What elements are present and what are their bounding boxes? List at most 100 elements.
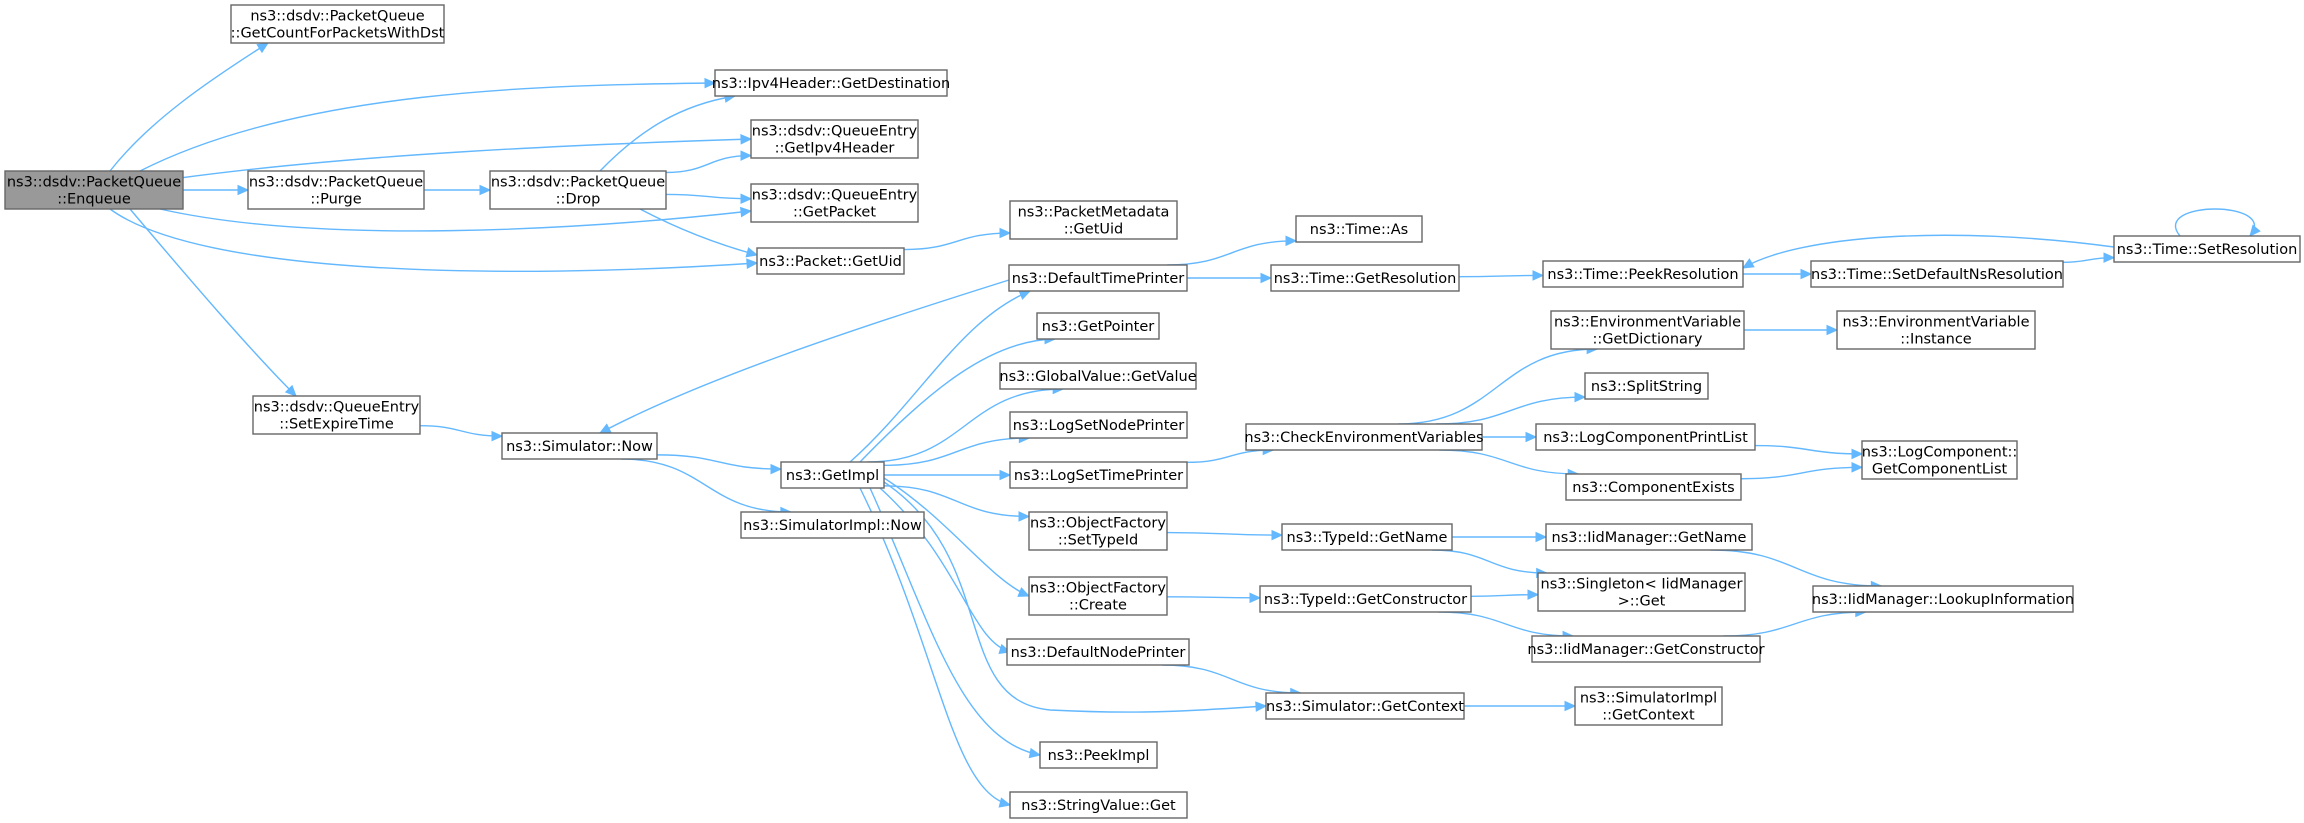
- node-getpacket[interactable]: ns3::dsdv::QueueEntry::GetPacket: [750, 183, 919, 223]
- node-singleton[interactable]: ns3::Singleton< IidManager >::Get: [1537, 572, 1746, 612]
- node-box: [1270, 264, 1460, 292]
- edge-getimpl-to-ofsettypeid: [883, 485, 1031, 522]
- node-box: [1584, 372, 1709, 400]
- node-setdefns[interactable]: ns3::Time::SetDefaultNsResolution: [1810, 260, 2064, 288]
- node-timegetres[interactable]: ns3::Time::GetResolution: [1270, 264, 1460, 292]
- edge-enqueue-to-getpacket: [159, 206, 753, 232]
- node-simimplctx[interactable]: ns3::SimulatorImpl::GetContext: [1574, 686, 1723, 726]
- node-box: [756, 247, 905, 275]
- node-defnodeprinter[interactable]: ns3::DefaultNodePrinter: [1006, 638, 1190, 666]
- edge-line: [883, 481, 1267, 713]
- node-lognodeprinter[interactable]: ns3::LogSetNodePrinter: [1009, 411, 1188, 439]
- node-simgetctx[interactable]: ns3::Simulator::GetContext: [1265, 692, 1465, 720]
- edge-arrowhead: [1826, 324, 1839, 336]
- node-label: ns3::StringValue::Get: [1021, 798, 1176, 814]
- edge-arrowhead: [1018, 511, 1031, 522]
- edge-envdict-to-envinst: [1744, 324, 1839, 336]
- edge-setdefns-to-setres: [2062, 252, 2116, 264]
- node-logcompget[interactable]: ns3::LogComponent::GetComponentList: [1861, 440, 2018, 480]
- edge-arrowhead: [998, 797, 1012, 808]
- node-label: ::GetIpv4Header: [775, 141, 895, 157]
- node-envinst[interactable]: ns3::EnvironmentVariable::Instance: [1836, 310, 2036, 350]
- node-label: ns3::PacketMetadata: [1018, 205, 1170, 221]
- edge-arrowhead: [1741, 258, 1755, 269]
- edge-line: [1398, 348, 1598, 425]
- edge-setexpire-to-simnow: [419, 424, 504, 442]
- node-box: [1028, 511, 1168, 551]
- node-label: ns3::Time::As: [1310, 222, 1408, 238]
- edge-purge-to-drop: [423, 184, 492, 196]
- node-label: ::Purge: [310, 192, 361, 208]
- edge-checkenv-to-splitstring: [1436, 391, 1587, 425]
- node-typeidname[interactable]: ns3::TypeId::GetName: [1281, 523, 1453, 551]
- edge-line: [883, 437, 1030, 467]
- node-iidgetname[interactable]: ns3::IidManager::GetName: [1545, 523, 1753, 551]
- edge-line: [1740, 466, 1863, 480]
- edge-setres-to-setres: [2175, 208, 2261, 237]
- node-label: ns3::DefaultTimePrinter: [1012, 271, 1184, 287]
- node-globalvalue[interactable]: ns3::GlobalValue::GetValue: [999, 362, 1197, 390]
- node-label: ns3::Packet::GetUid: [759, 254, 902, 270]
- edge-getimpl-to-peekimpl: [869, 487, 1042, 759]
- node-splitstring[interactable]: ns3::SplitString: [1584, 372, 1709, 400]
- node-simnow[interactable]: ns3::Simulator::Now: [501, 432, 658, 460]
- node-typeidctor[interactable]: ns3::TypeId::GetConstructor: [1259, 585, 1472, 613]
- node-label: ::GetPacket: [793, 205, 876, 221]
- node-peekimpl[interactable]: ns3::PeekImpl: [1039, 741, 1158, 769]
- node-purge[interactable]: ns3::dsdv::PacketQueue::Purge: [247, 170, 425, 210]
- node-box: [1245, 423, 1483, 451]
- node-simimplnow[interactable]: ns3::SimulatorImpl::Now: [740, 511, 925, 539]
- edge-line: [859, 338, 1056, 463]
- edge-arrowhead: [704, 77, 717, 89]
- node-enqueue[interactable]: ns3::dsdv::PacketQueue::Enqueue: [4, 170, 184, 210]
- node-compexists[interactable]: ns3::ComponentExists: [1565, 473, 1742, 501]
- edge-arrowhead: [1535, 531, 1548, 543]
- edge-line: [859, 487, 1011, 806]
- node-iidgetctor[interactable]: ns3::IidManager::GetConstructor: [1527, 635, 1765, 663]
- node-checkenv[interactable]: ns3::CheckEnvironmentVariables: [1244, 423, 1484, 451]
- edge-peekres-to-setdefns: [1742, 268, 1813, 280]
- node-peekres[interactable]: ns3::Time::PeekResolution: [1542, 260, 1744, 288]
- node-logcomplist[interactable]: ns3::LogComponentPrintList: [1535, 423, 1756, 451]
- edge-line: [849, 290, 1031, 463]
- edge-line: [1458, 274, 1544, 278]
- node-timeas[interactable]: ns3::Time::As: [1295, 215, 1423, 243]
- node-label: ns3::dsdv::PacketQueue: [249, 175, 423, 191]
- node-metauid[interactable]: ns3::PacketMetadata::GetUid: [1009, 200, 1178, 240]
- edge-line: [129, 208, 297, 397]
- node-getuid[interactable]: ns3::Packet::GetUid: [756, 247, 905, 275]
- node-label: >::Get: [1618, 594, 1666, 610]
- node-box: [1550, 310, 1745, 350]
- node-getipv4[interactable]: ns3::dsdv::QueueEntry::GetIpv4Header: [750, 119, 919, 159]
- node-box: [230, 4, 445, 44]
- node-setres[interactable]: ns3::Time::SetResolution: [2113, 235, 2301, 263]
- node-label: ::SetExpireTime: [279, 417, 394, 433]
- node-deftimeprinter[interactable]: ns3::DefaultTimePrinter: [1008, 264, 1188, 292]
- node-envdict[interactable]: ns3::EnvironmentVariable::GetDictionary: [1550, 310, 1745, 350]
- node-stringvalue[interactable]: ns3::StringValue::Get: [1009, 791, 1188, 819]
- node-getpointer[interactable]: ns3::GetPointer: [1036, 312, 1160, 340]
- node-logtimeprinter[interactable]: ns3::LogSetTimePrinter: [1009, 461, 1188, 489]
- node-box: [1537, 572, 1746, 612]
- edge-arrowhead: [1525, 431, 1538, 443]
- node-label: ns3::ObjectFactory: [1030, 581, 1166, 597]
- node-label: ns3::LogSetNodePrinter: [1013, 418, 1185, 434]
- node-box: [1009, 791, 1188, 819]
- node-label: ns3::PeekImpl: [1048, 748, 1150, 764]
- node-box: [2113, 235, 2301, 263]
- node-getcount[interactable]: ns3::dsdv::PacketQueue::GetCountForPacke…: [230, 4, 445, 44]
- node-label: ns3::Time::SetResolution: [2117, 242, 2298, 258]
- node-box: [1036, 312, 1160, 340]
- node-setexpire[interactable]: ns3::dsdv::QueueEntry::SetExpireTime: [252, 395, 421, 435]
- node-iidlookup[interactable]: ns3::IidManager::LookupInformation: [1812, 585, 2074, 613]
- node-getdest[interactable]: ns3::Ipv4Header::GetDestination: [712, 69, 950, 97]
- edge-line: [665, 154, 752, 174]
- edge-drop-to-getpacket: [665, 193, 753, 205]
- node-label: ns3::GlobalValue::GetValue: [999, 369, 1196, 385]
- node-drop[interactable]: ns3::dsdv::PacketQueue::Drop: [489, 170, 667, 210]
- node-label: ns3::EnvironmentVariable: [1554, 315, 1741, 331]
- node-ofsettypeid[interactable]: ns3::ObjectFactory::SetTypeId: [1028, 511, 1168, 551]
- node-getimpl[interactable]: ns3::GetImpl: [780, 461, 885, 489]
- edge-line: [656, 454, 782, 470]
- node-ofcreate[interactable]: ns3::ObjectFactory::Create: [1028, 576, 1168, 616]
